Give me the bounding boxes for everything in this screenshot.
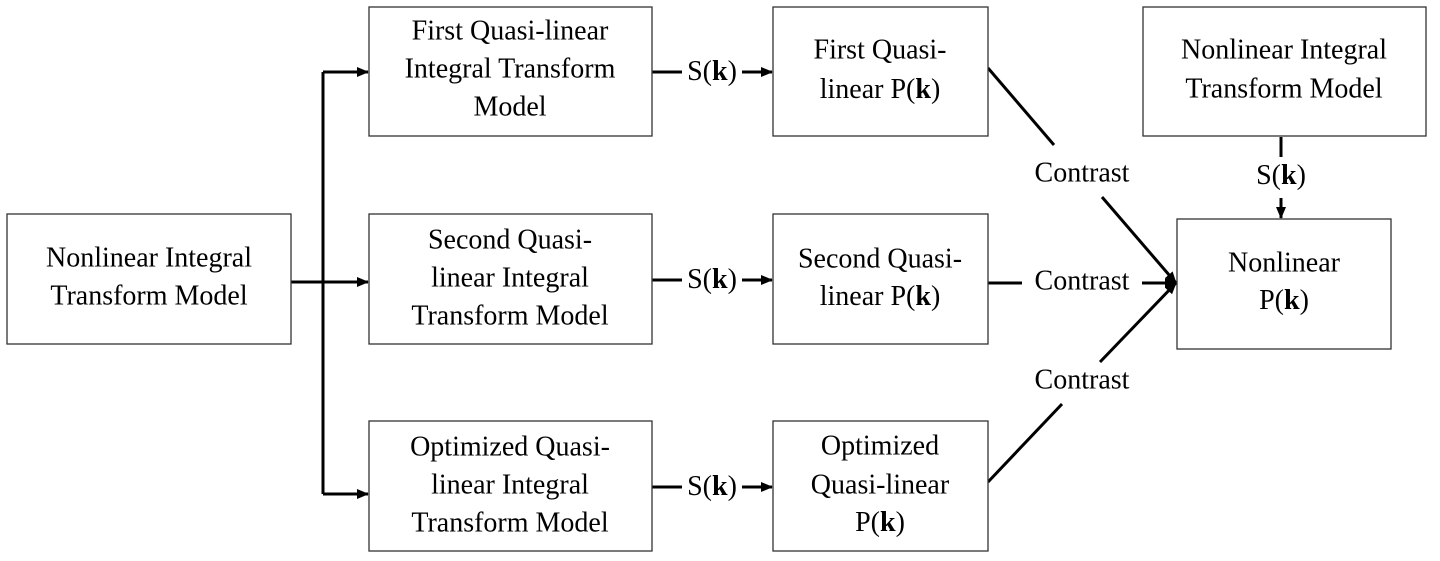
s-k-label-second: S(k) <box>687 264 737 295</box>
node-text: linear Integral <box>431 262 589 293</box>
node-first-quasi-linear-p: First Quasi- linear P(k) <box>772 6 989 137</box>
node-text: Optimized <box>821 430 939 461</box>
node-text: Transform Model <box>50 280 248 311</box>
node-first-quasi-linear-model: First Quasi-linear Integral Transform Mo… <box>368 6 653 137</box>
node-text: Model <box>473 91 546 122</box>
s-k-label-nonlinear: S(k) <box>1256 160 1306 191</box>
node-source-model: Nonlinear Integral Transform Model <box>6 213 292 345</box>
node-text: Nonlinear Integral <box>46 242 252 273</box>
node-nonlinear-model: Nonlinear Integral Transform Model <box>1142 6 1427 137</box>
s-k-label-first: S(k) <box>687 56 737 87</box>
node-text: First Quasi- <box>814 34 947 65</box>
node-text: P(k) <box>1259 285 1309 316</box>
node-text: First Quasi-linear <box>412 15 609 46</box>
branch-connectors <box>291 67 369 499</box>
node-text: linear Integral <box>431 469 589 500</box>
node-text: Quasi-linear <box>811 469 950 500</box>
contrast-edges: Contrast Contrast Contrast <box>986 67 1178 484</box>
node-text: linear P(k) <box>820 281 941 312</box>
node-second-quasi-linear-p: Second Quasi- linear P(k) <box>772 213 989 345</box>
contrast-label-bottom: Contrast <box>1035 364 1130 395</box>
contrast-label-top: Contrast <box>1035 157 1130 188</box>
node-text: linear P(k) <box>820 74 941 105</box>
node-text: Second Quasi- <box>798 243 962 274</box>
node-text: Transform Model <box>411 300 609 331</box>
node-text: Second Quasi- <box>428 224 592 255</box>
node-text: Transform Model <box>411 507 609 538</box>
nonlinear-s-k-edge: S(k) <box>1256 137 1306 219</box>
node-text: Nonlinear <box>1228 247 1341 278</box>
node-nonlinear-p: Nonlinear P(k) <box>1176 218 1392 350</box>
node-text: Integral Transform <box>405 53 616 84</box>
node-text: Optimized Quasi- <box>410 431 610 462</box>
node-text: Nonlinear Integral <box>1181 34 1387 65</box>
node-optimized-quasi-linear-p: Optimized Quasi-linear P(k) <box>772 420 989 552</box>
node-optimized-quasi-linear-model: Optimized Quasi- linear Integral Transfo… <box>368 420 653 552</box>
node-text: P(k) <box>855 507 905 538</box>
s-k-edges: S(k) S(k) S(k) <box>652 56 773 502</box>
node-second-quasi-linear-model: Second Quasi- linear Integral Transform … <box>368 213 653 345</box>
s-k-label-optimized: S(k) <box>687 471 737 502</box>
contrast-label-middle: Contrast <box>1035 265 1130 296</box>
node-text: Transform Model <box>1185 73 1383 104</box>
